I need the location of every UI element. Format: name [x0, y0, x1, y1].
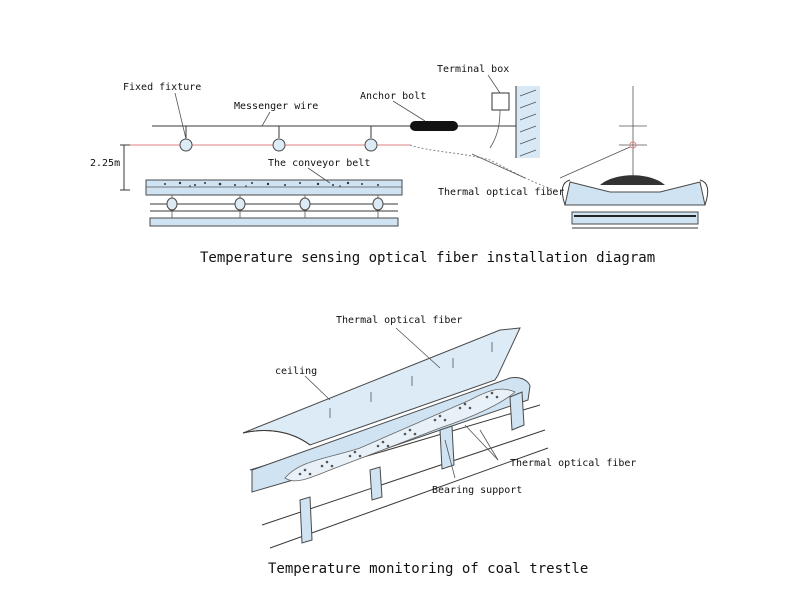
bearing-supports [299, 391, 525, 544]
terminal-box-label: Terminal box [437, 64, 509, 75]
ceiling-label: ceiling [275, 366, 317, 377]
fiber-hangers [329, 342, 493, 418]
thermal-fiber-label-top: Thermal optical fiber [438, 187, 564, 198]
thermal-fiber-label-bottom: Thermal optical fiber [336, 315, 462, 326]
leader-lines [174, 74, 631, 184]
thermal-fiber-label-right: Thermal optical fiber [510, 458, 636, 469]
height-label: 2.25m [90, 158, 120, 169]
fixture-1 [179, 138, 193, 152]
coal-region [284, 388, 516, 482]
anchor-bolt-label: Anchor bolt [360, 91, 426, 102]
bearing-support-label: Bearing support [432, 485, 522, 496]
belt-cross-section [561, 86, 709, 229]
terminal-box-shape [491, 92, 510, 111]
anchor-bolt-shape [410, 121, 458, 131]
fixed-fixture-label: Fixed fixture [123, 82, 201, 93]
belt-body [145, 179, 403, 196]
fiber-dotted-run [409, 144, 556, 191]
coal-pile [600, 175, 665, 185]
conveyor-belt [145, 179, 403, 227]
bottom-trestle-diagram: Thermal optical fiber ceiling Thermal op… [242, 315, 636, 577]
fixture-3 [364, 138, 378, 152]
top-installation-diagram: Fixed fixture Messenger wire Anchor bolt… [90, 64, 709, 266]
top-caption: Temperature sensing optical fiber instal… [200, 250, 655, 266]
fixture-2 [272, 138, 286, 152]
belt-frame [149, 217, 399, 227]
messenger-wire-label: Messenger wire [234, 101, 318, 112]
bottom-caption: Temperature monitoring of coal trestle [268, 561, 588, 577]
conveyor-belt-label: The conveyor belt [268, 158, 370, 169]
bottom-leader-lines [304, 327, 499, 479]
fixed-fixtures [179, 126, 378, 152]
wall [516, 86, 540, 158]
coal-clusters [298, 391, 499, 476]
